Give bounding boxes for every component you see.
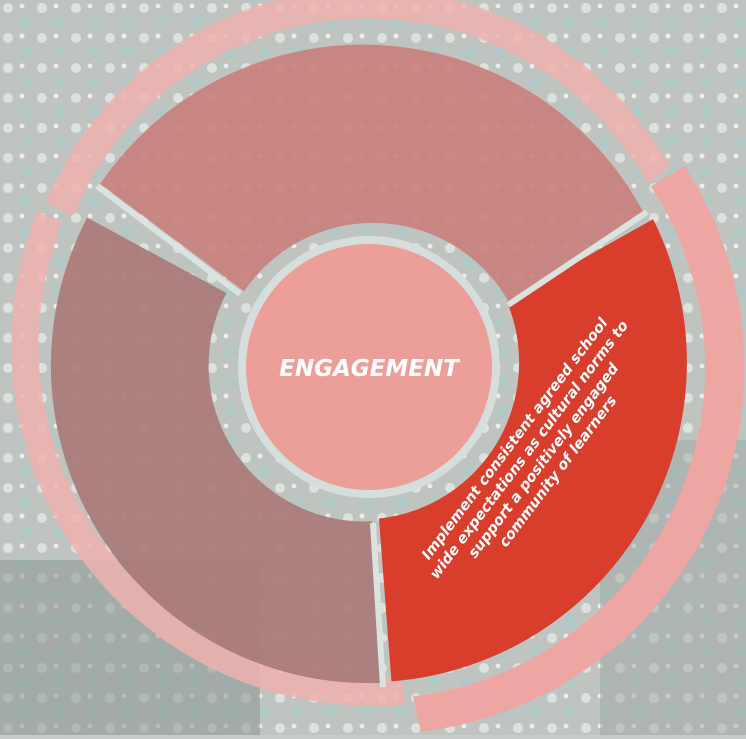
separator-top-left	[95, 183, 242, 297]
segment-left[interactable]	[50, 217, 384, 684]
separator-right	[506, 209, 649, 308]
outer-ring-top	[45, 0, 671, 216]
outer-ring-active[interactable]	[413, 166, 745, 732]
outer-ring-left	[11, 211, 406, 706]
center-label: ENGAGEMENT	[279, 356, 461, 382]
separator-bottom	[370, 522, 386, 688]
segment-top[interactable]	[100, 44, 644, 306]
segment-active[interactable]	[378, 219, 687, 682]
separators	[95, 183, 649, 688]
center-circle[interactable]	[246, 244, 492, 490]
